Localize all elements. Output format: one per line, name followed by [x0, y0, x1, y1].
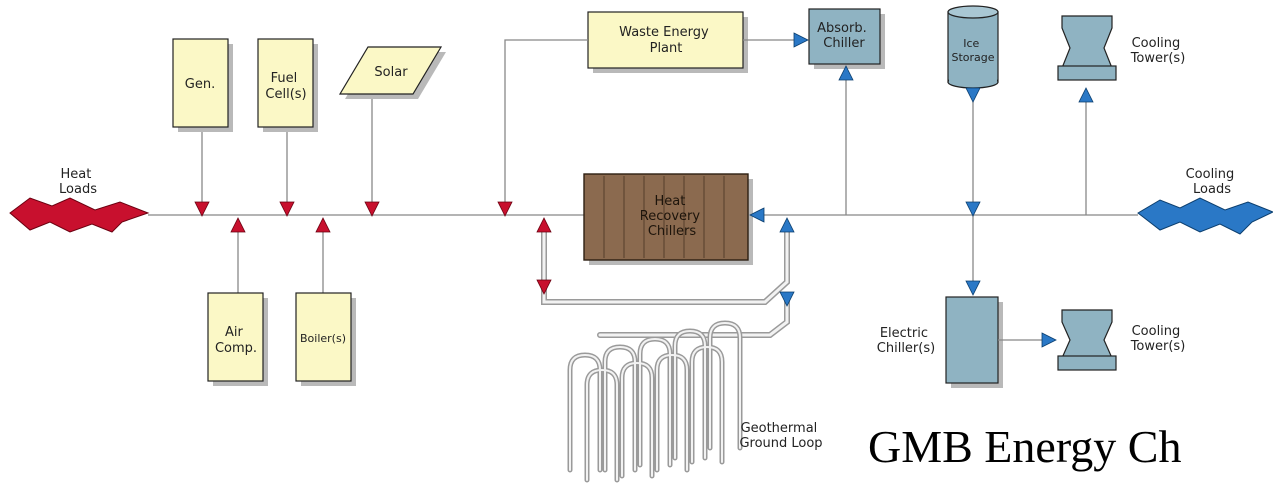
heat-loads-label: Heat Loads	[59, 167, 97, 197]
caption-text: GMB Energy Ch	[868, 421, 1182, 472]
ice-storage-top-arrow-icon	[965, 87, 981, 103]
cooling-tower-top-icon	[1057, 15, 1117, 81]
air-comp-arrow-icon	[230, 217, 246, 233]
absorb-chiller-box	[808, 8, 881, 65]
fuel-cell-box	[257, 38, 314, 128]
waste-to-absorb-arrow-icon	[793, 32, 809, 48]
geothermal-label: Geothermal Ground Loop	[739, 421, 822, 451]
waste-energy-label: Waste Energy Plant	[619, 25, 713, 56]
fuel-cell-label: Fuel Cell(s)	[265, 71, 306, 102]
geothermal-pipe	[541, 229, 790, 338]
electric-chiller-label: Electric Chiller(s)	[877, 326, 935, 356]
heat-recovery-label: Heat Recovery Chillers	[640, 194, 704, 239]
boiler-label: Boiler(s)	[300, 332, 346, 345]
fuel-cell-arrow-icon	[279, 201, 295, 217]
electric-chiller-box	[945, 296, 999, 384]
heat-recovery-box	[583, 173, 749, 261]
cooling-tower-bottom-label: Cooling Tower(s)	[1130, 324, 1186, 354]
heat-loads-icon	[9, 197, 150, 233]
geothermal-cool-down-arrow-icon	[779, 291, 795, 307]
heat-recovery-cooling-arrow-icon	[749, 207, 765, 223]
electric-to-tower-arrow-icon	[1041, 332, 1057, 348]
heat-recovery-fins	[603, 176, 725, 258]
absorb-chiller-arrow-icon	[838, 65, 854, 81]
ice-storage-header-arrow-icon	[965, 201, 981, 217]
geothermal-heat-down-arrow-icon	[536, 279, 552, 295]
ground-loop-coils-highlight	[569, 321, 741, 481]
geothermal-heat-up-arrow-icon	[536, 217, 552, 233]
solar-panel	[338, 46, 443, 95]
electric-chiller-arrow-icon	[965, 280, 981, 296]
boiler-box	[295, 292, 352, 382]
solar-arrow-icon	[364, 201, 380, 217]
air-comp-label: Air Comp.	[215, 325, 257, 356]
boiler-arrow-icon	[315, 217, 331, 233]
cooling-loads-label: Cooling Loads	[1186, 167, 1239, 197]
cooling-tower-top-label: Cooling Tower(s)	[1130, 36, 1186, 66]
waste-energy-connector	[504, 39, 588, 205]
absorb-chiller-label: Absorb. Chiller	[817, 21, 871, 51]
gen-box	[172, 38, 229, 128]
waste-energy-arrow-icon	[497, 201, 513, 217]
ice-storage-label: Ice Storage	[951, 37, 994, 64]
ground-loop-coils	[567, 320, 743, 483]
geothermal-cool-up-arrow-icon	[779, 217, 795, 233]
cooling-loads-icon	[1137, 197, 1273, 235]
cooling-tower-bottom-icon	[1057, 309, 1117, 371]
gen-arrow-icon	[194, 201, 210, 217]
cooling-tower-top-arrow-icon	[1078, 87, 1094, 103]
ice-storage-tank	[947, 5, 999, 89]
air-comp-box	[207, 292, 264, 382]
solar-label: Solar	[374, 65, 408, 80]
gen-label: Gen.	[185, 77, 215, 92]
waste-energy-box	[587, 11, 744, 69]
